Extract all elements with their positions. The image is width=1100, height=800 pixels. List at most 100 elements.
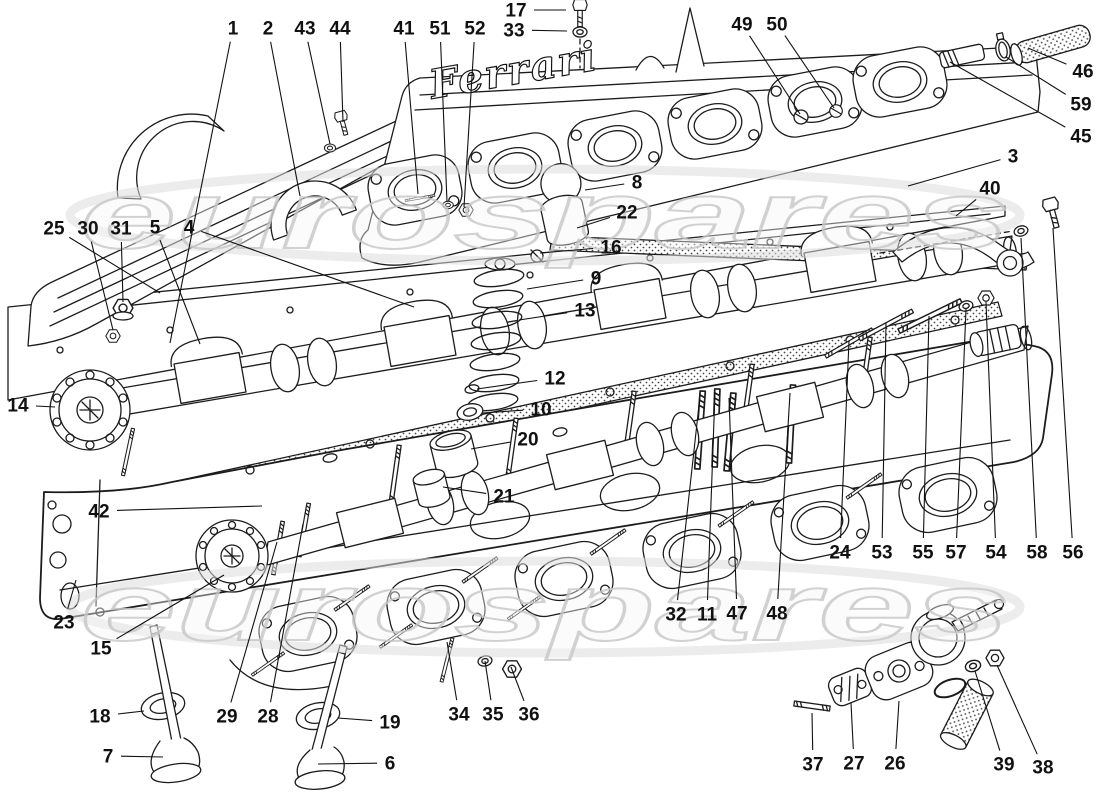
- callout-45: 45: [949, 61, 1092, 148]
- part-number: 21: [493, 487, 515, 508]
- part-number: 23: [53, 613, 74, 634]
- part-number: 59: [1070, 95, 1091, 116]
- tappet-inner: [412, 468, 451, 508]
- callout-10: 10: [481, 400, 552, 421]
- callout-46: 46: [1027, 47, 1094, 83]
- callout-36: 36: [510, 666, 540, 726]
- part-number: 15: [90, 639, 112, 660]
- part-number: 47: [726, 604, 747, 625]
- callout-44: 44: [329, 19, 351, 123]
- part-number: 34: [448, 705, 470, 726]
- callout-35: 35: [482, 660, 504, 726]
- hose: [1010, 24, 1091, 66]
- part-number: 13: [574, 301, 595, 322]
- part-number: 50: [766, 15, 787, 36]
- part-number: 57: [945, 543, 966, 564]
- part-number: 33: [503, 21, 524, 42]
- svg-text:eurospares: eurospares: [80, 554, 1010, 661]
- callout-28: 28: [257, 523, 304, 728]
- part-number: 20: [517, 430, 538, 451]
- pump-flange: [864, 641, 934, 701]
- callout-31: 31: [110, 219, 132, 303]
- fuel-pump-assembly: [793, 598, 1005, 750]
- part-number: 38: [1032, 758, 1053, 779]
- callout-55: 55: [912, 315, 934, 564]
- callout-18: 18: [89, 707, 145, 728]
- callout-4: 4: [184, 218, 415, 308]
- part-number: 5: [150, 218, 161, 239]
- callout-6: 6: [317, 754, 395, 775]
- callout-47: 47: [726, 397, 748, 625]
- part-number: 52: [464, 19, 485, 40]
- part-number: 17: [505, 1, 526, 22]
- callout-58: 58: [1020, 237, 1048, 564]
- part-number: 32: [665, 605, 686, 626]
- part-number: 44: [329, 19, 351, 40]
- part-number: 54: [985, 543, 1007, 564]
- part-number: 53: [871, 543, 892, 564]
- callout-23: 23: [53, 579, 77, 634]
- callout-26: 26: [884, 700, 906, 775]
- callout-24: 24: [829, 340, 851, 564]
- part-number: 8: [632, 173, 643, 194]
- callout-54: 54: [985, 301, 1007, 564]
- tensioner-piston: [969, 323, 1022, 358]
- part-number: 58: [1026, 543, 1047, 564]
- part-number: 3: [1008, 147, 1019, 168]
- callout-21: 21: [442, 486, 515, 508]
- callout-56: 56: [1052, 227, 1084, 564]
- callout-19: 19: [337, 713, 401, 734]
- part-number: 25: [43, 219, 65, 240]
- small-fasteners: [105, 0, 845, 683]
- callout-20: 20: [470, 430, 539, 451]
- callout-43: 43: [294, 19, 331, 145]
- callout-39: 39: [974, 670, 1015, 776]
- part-number: 14: [7, 396, 29, 417]
- part-number: 51: [429, 19, 451, 40]
- callout-37: 37: [802, 712, 824, 776]
- part-number: 45: [1070, 127, 1092, 148]
- callout-34: 34: [446, 641, 470, 726]
- part-number: 27: [843, 754, 864, 775]
- part-number: 36: [518, 705, 539, 726]
- callout-52: 52: [463, 19, 486, 208]
- cam-flange-front: [49, 369, 131, 451]
- callout-12: 12: [476, 369, 566, 390]
- valve-stem-seal: [456, 403, 484, 421]
- part-number: 35: [482, 705, 504, 726]
- callout-25: 25: [43, 219, 161, 294]
- cam-cover-ferrari: [359, 7, 1041, 266]
- watermark: eurospares: [65, 553, 1025, 662]
- callout-11: 11: [697, 391, 717, 626]
- callout-30: 30: [77, 219, 114, 331]
- callout-49: 49: [731, 15, 801, 115]
- callout-22: 22: [576, 203, 638, 229]
- callout-48: 48: [766, 392, 791, 625]
- part-number: 19: [379, 713, 400, 734]
- callout-8: 8: [584, 173, 643, 194]
- part-number: 4: [184, 218, 195, 239]
- callout-40: 40: [955, 179, 1001, 217]
- callout-3: 3: [907, 147, 1019, 187]
- callout-5: 5: [150, 218, 201, 345]
- cam-cover-left: [27, 101, 454, 347]
- part-number: 29: [216, 707, 237, 728]
- valves: [140, 624, 348, 790]
- part-number: 18: [89, 707, 110, 728]
- watermark: eurospares: [65, 161, 1025, 270]
- callout-42: 42: [88, 502, 263, 523]
- callout-7: 7: [103, 747, 164, 768]
- part-number: 28: [257, 707, 278, 728]
- callout-38: 38: [996, 664, 1054, 779]
- part-number: 22: [616, 203, 637, 224]
- callout-2: 2: [263, 19, 301, 197]
- callout-17: 17: [505, 1, 566, 22]
- part-number: 42: [88, 502, 109, 523]
- part-number: 46: [1072, 62, 1093, 83]
- part-number: 7: [103, 747, 114, 768]
- part-number: 12: [544, 369, 565, 390]
- part-number: 10: [530, 400, 551, 421]
- part-number: 37: [802, 755, 823, 776]
